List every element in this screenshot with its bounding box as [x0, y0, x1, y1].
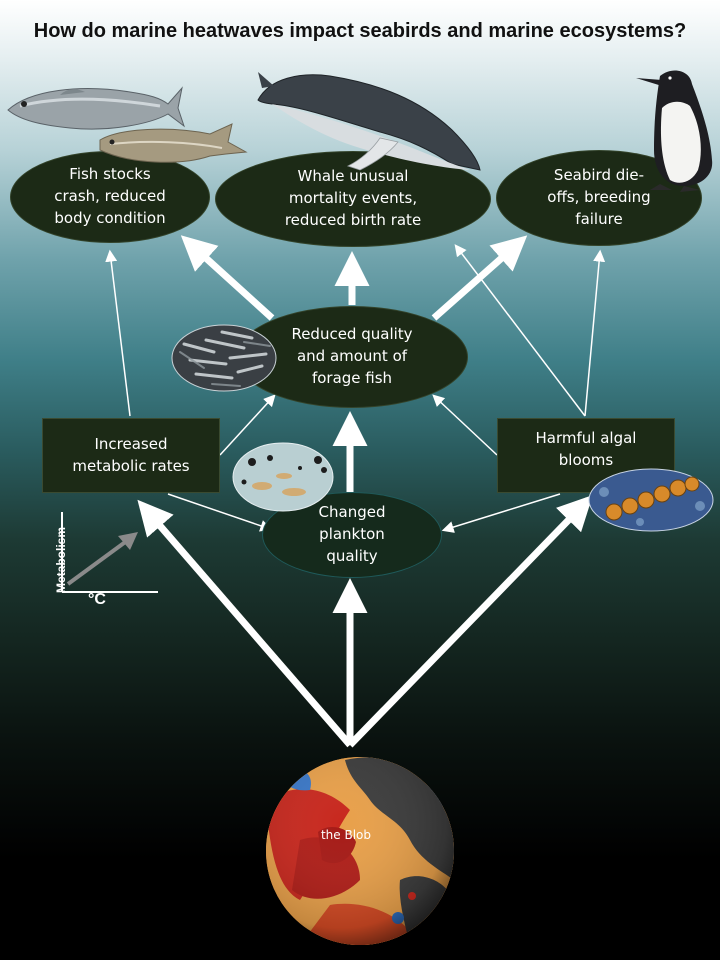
arrow-hab-to-plankton [441, 493, 561, 533]
arrow-hab-to-whale [454, 244, 586, 417]
arrow-blob-to-metabolic [137, 499, 353, 748]
inset-x-label: °C [88, 591, 106, 608]
node-metabolic-rates: Increased metabolic rates [42, 418, 220, 493]
arrow-forage-to-fish [180, 235, 275, 321]
arrow-forage-to-seabird [431, 235, 528, 321]
arrow-hab-to-seabird [584, 249, 606, 417]
blob-label: the Blob [320, 828, 372, 842]
arrow-metabolic-to-forage [219, 394, 276, 456]
node-fish-stocks: Fish stocks crash, reduced body conditio… [10, 151, 210, 243]
arrow-metabolic-to-plankton [167, 493, 273, 532]
arrow-blob-to-hab [347, 494, 593, 748]
inset-trend-arrow [66, 538, 130, 586]
arrow-hab-to-forage [432, 394, 498, 456]
inset-trend-arrowhead [118, 532, 138, 550]
diagram-title: How do marine heatwaves impact seabirds … [33, 20, 687, 42]
arrow-metabolic-to-fish [105, 249, 131, 417]
